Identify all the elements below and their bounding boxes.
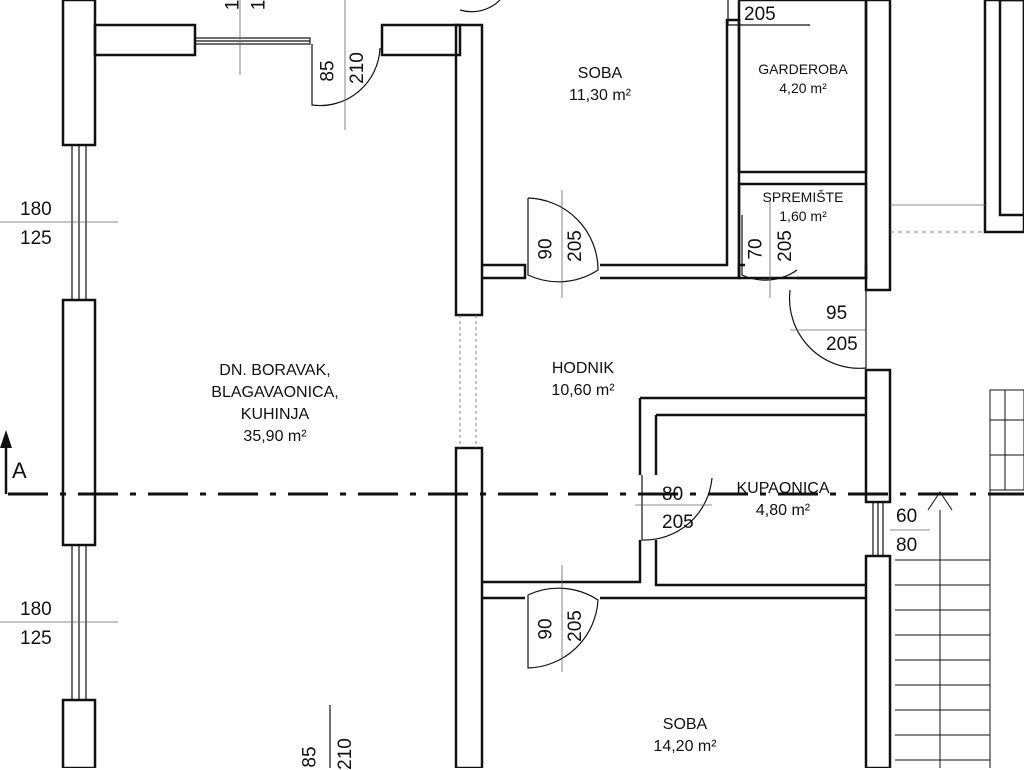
door-bathroom-width: 80: [662, 484, 684, 505]
door-living-top-width: 85: [317, 60, 339, 82]
room-hallway-name: HODNIK: [551, 360, 615, 377]
door-bedroom-top-height: 205: [564, 230, 586, 262]
wall-right-top: [864, 0, 892, 292]
wall-left-bottom: [61, 698, 97, 768]
wall-bathroom-bottom2: [654, 540, 866, 587]
wall-storage-door2: [797, 265, 868, 280]
door-living-top-height: 210: [346, 52, 368, 84]
room-bedroom-bottom-area: 14,20 m²: [653, 738, 717, 755]
door-entry-swing: [788, 289, 867, 369]
room-storage-area: 1,60 m²: [779, 208, 827, 224]
room-living: DN. BORAVAK, BLAGAVAONICA, KUHINJA 35,90…: [175, 360, 375, 448]
room-bathroom: KUPAONICA 4,80 m²: [718, 478, 848, 522]
guides: [0, 0, 985, 672]
door-living-bottom-width: 85: [299, 746, 321, 768]
wall-right-mid: [864, 368, 892, 504]
wall-left-mid: [61, 298, 97, 547]
wall-top-b: [380, 23, 462, 57]
door-wardrobe-swing: [727, 0, 810, 26]
room-wardrobe-name: GARDEROBA: [758, 61, 848, 77]
wall-storage-door: [737, 263, 745, 278]
room-bedroom-top-name: SOBA: [577, 65, 623, 82]
room-hallway-area: 10,60 m²: [551, 382, 615, 399]
wall-top-a: [93, 23, 197, 57]
section-line-group: [0, 430, 1024, 496]
room-wardrobe-area: 4,20 m²: [779, 80, 827, 96]
door-living-top-swing: [311, 44, 381, 107]
section-label: A: [12, 458, 27, 483]
room-bathroom-name: KUPAONICA: [736, 480, 830, 497]
room-hallway: HODNIK 10,60 m²: [528, 358, 638, 402]
door-wardrobe-top-height: 205: [744, 4, 776, 25]
room-living-name-2: BLAGAVAONICA,: [211, 384, 339, 401]
room-living-area: 35,90 m²: [243, 428, 307, 445]
door-living-bottom-height: 210: [334, 738, 356, 770]
room-bathroom-area: 4,80 m²: [755, 502, 811, 519]
wall-far-right: [983, 0, 1024, 234]
window-left-upper-height: 125: [20, 228, 52, 249]
room-bedroom-top-area: 11,30 m²: [569, 87, 631, 104]
door-bathroom-swing: [641, 475, 713, 541]
window-left-upper-width: 180: [20, 199, 52, 220]
door-bedroom-bottom-width: 90: [535, 618, 557, 640]
section-arrow: [0, 430, 12, 448]
wall-bathroom-bottom: [482, 540, 642, 584]
stair-upper: [989, 389, 1024, 491]
wall-left-top: [61, 0, 97, 147]
door-top-left-partial-2: 1: [248, 0, 270, 11]
room-bedroom-bottom: SOBA 14,20 m²: [625, 714, 745, 758]
door-storage-width: 70: [745, 238, 767, 260]
window-bathroom-width: 60: [896, 506, 918, 527]
door-top-left-partial-1: 1: [222, 0, 244, 11]
wall-partition-upper: [454, 23, 484, 317]
windows: [71, 37, 884, 701]
door-storage-height: 205: [774, 230, 796, 262]
room-living-name-1: DN. BORAVAK,: [219, 362, 331, 379]
door-storage-swing: [741, 215, 798, 281]
door-bedroom-bottom-swing: [527, 587, 599, 669]
walls: [61, 0, 1024, 768]
wall-far-right-inner: [998, 0, 1024, 217]
wall-bedroom-top-frame: [482, 263, 527, 280]
door-bathroom-height: 205: [662, 512, 694, 533]
window-left-lower-height: 125: [20, 628, 52, 649]
door-bedroom-bottom-height: 205: [564, 610, 586, 642]
room-bedroom-bottom-name: SOBA: [662, 716, 708, 733]
window-left-lower-width: 180: [20, 599, 52, 620]
room-bedroom-top: SOBA 11,30 m²: [545, 63, 655, 107]
wall-right-bottom: [864, 554, 892, 768]
door-entry-height: 205: [826, 334, 858, 355]
door-entry-width: 95: [826, 303, 848, 324]
wall-partition-lower: [454, 446, 484, 768]
staircase: [895, 389, 1024, 768]
door-top-mid-swing: [459, 0, 501, 13]
room-storage-name: SPREMIŠTE: [762, 189, 844, 205]
door-swings: [311, 0, 867, 768]
door-bedroom-top-width: 90: [535, 238, 557, 260]
door-bedroom-top-swing: [527, 197, 599, 283]
room-wardrobe: GARDEROBA 4,20 m²: [743, 60, 863, 98]
room-living-name-3: KUHINJA: [240, 406, 310, 423]
stair-arrow: [927, 491, 953, 511]
window-bathroom-height: 80: [896, 535, 918, 556]
room-storage: SPREMIŠTE 1,60 m²: [743, 188, 863, 226]
wall-bedroom-top-frame2: [600, 18, 741, 280]
